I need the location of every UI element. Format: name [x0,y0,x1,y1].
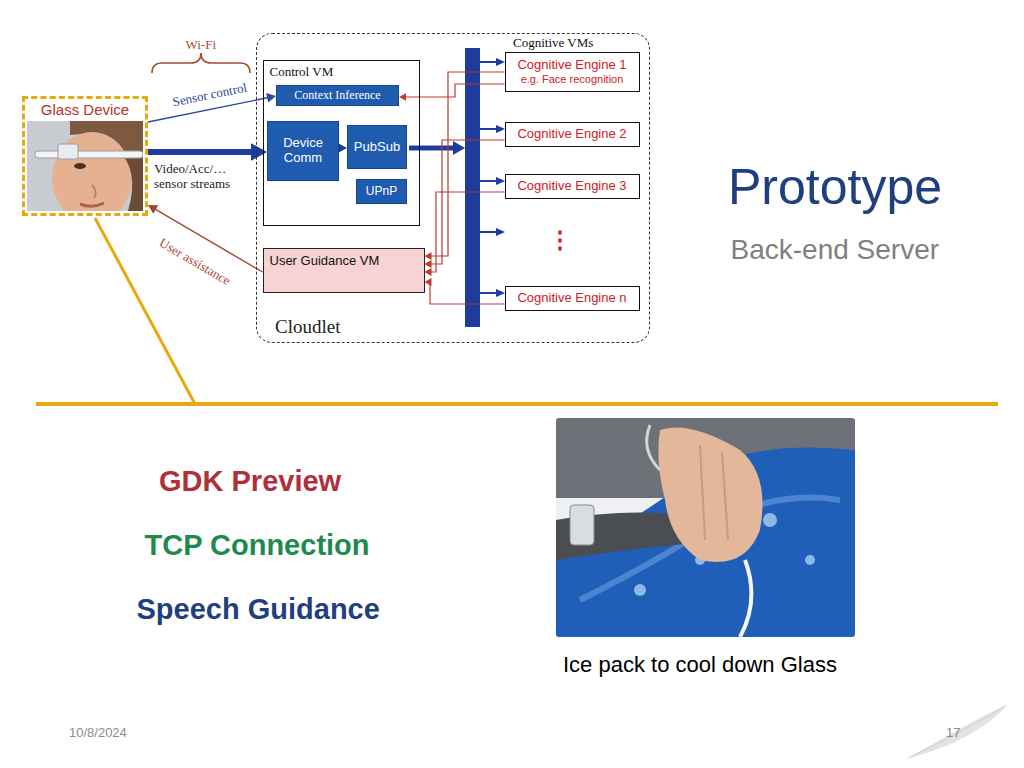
process-label: Context Inference [294,88,380,103]
feature-item: GDK Preview [159,464,341,499]
glass-photo [27,121,143,211]
connector [425,192,505,276]
footer-date: 10/8/2024 [69,725,127,741]
ice-pack-photo [556,418,855,637]
arrow-head [148,205,158,214]
vm-box: Control VM Context InferenceDevice Comm Pu… [263,60,420,226]
group-label: Cognitive VMs [513,35,593,51]
process-box: Device Comm [267,121,339,181]
arrow-head [251,143,267,161]
link-label: Wi-Fi [186,37,217,53]
link-label: Video/Acc/… sensor streams [154,161,254,192]
device-label: Glass Device [41,101,129,118]
connector-line [429,140,504,264]
region-label: Cloudlet [275,316,340,338]
engine-box: Cognitive Engine 1e.g. Face recognition [505,52,640,92]
subtitle: Back-end Server [731,233,940,267]
arrow-head [425,268,432,276]
divider-line [36,402,998,406]
connector-line [429,282,504,304]
connector [148,143,267,161]
vm-label: Control VM [270,64,334,80]
connector-line [148,149,256,155]
process-label: Device Comm [268,136,338,166]
arrow-head [425,260,432,268]
engine-box: Cognitive Engine 3 [505,174,640,199]
process-label: UPnP [366,185,397,199]
engine-label: Cognitive Engine 1 [517,58,626,73]
feature-item: Speech Guidance [137,592,380,627]
feature-item: TCP Connection [145,528,370,563]
arrow-head [425,278,432,286]
cloudlet-region: Cloudlet Control VM Context InferenceDevic… [256,33,650,343]
engine-box: Cognitive Engine 2 [505,122,640,147]
page-number: 17 [946,725,960,741]
connector [425,278,505,304]
engine-box: Cognitive Engine n [505,286,640,311]
arrow-head [399,93,406,101]
engine-example: e.g. Face recognition [521,73,624,86]
photo-caption: Ice pack to cool down Glass [563,652,837,678]
process-box: PubSub [347,125,407,169]
link-label: User assistance [156,235,233,289]
pubsub-bus-arrow [409,141,465,155]
slide-title: Prototype [728,157,942,217]
vm-box: User Guidance VM [263,248,425,293]
feather-ornament [908,704,1008,758]
engine-label: Cognitive Engine n [517,291,626,306]
ellipsis-mark: ⋮ [548,226,572,255]
device-box: Glass Device [22,96,148,216]
connector-line [429,72,504,256]
process-box: UPnP [356,179,407,204]
connector [399,84,505,101]
arrow-head [425,252,432,260]
engine-label: Cognitive Engine 2 [517,127,626,142]
wifi-brace [152,53,250,73]
process-box: Context Inference [276,85,399,106]
process-label: PubSub [354,140,400,155]
message-bus [465,48,480,327]
arrow-head [266,93,276,103]
connector-line [429,192,504,272]
vm-label: User Guidance VM [270,253,380,268]
link-label: Sensor control [171,80,248,110]
bus-arrows [480,58,505,297]
engine-label: Cognitive Engine 3 [517,179,626,194]
